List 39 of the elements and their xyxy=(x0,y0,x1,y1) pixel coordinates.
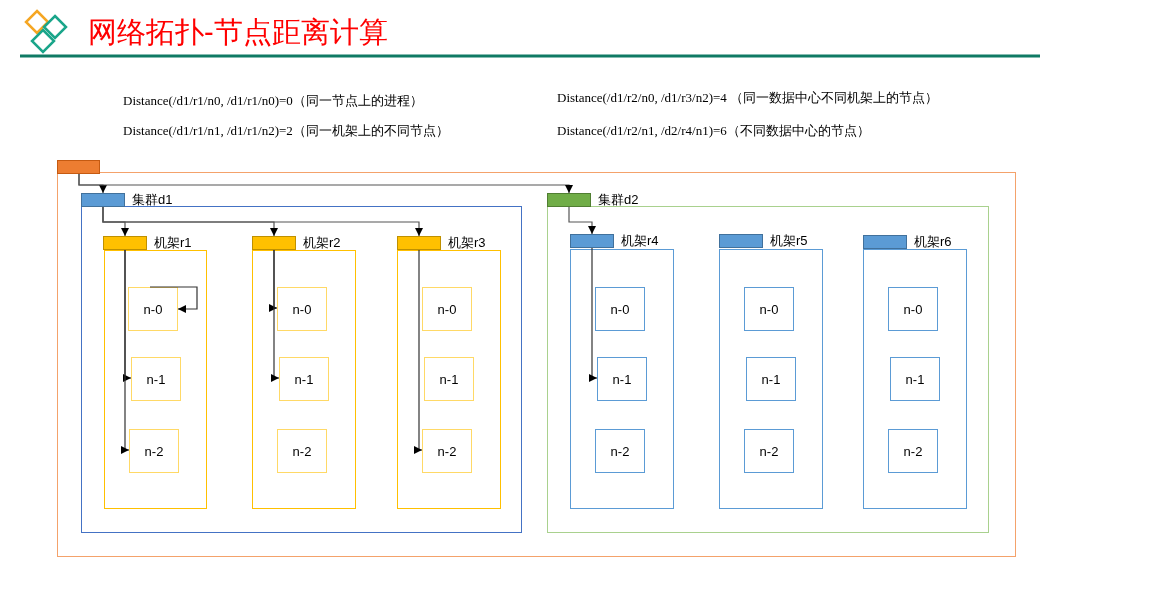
arrow xyxy=(271,249,280,382)
server-box: n-0 xyxy=(422,287,472,331)
server-box: n-0 xyxy=(744,287,794,331)
server-box: n-1 xyxy=(597,357,647,401)
rack-label: 机架r4 xyxy=(621,232,659,250)
server-box: n-0 xyxy=(128,287,178,331)
arrow xyxy=(78,173,573,194)
arrow xyxy=(589,247,598,382)
server-box: n-2 xyxy=(744,429,794,473)
server-box: n-1 xyxy=(131,357,181,401)
rack-label: 机架r5 xyxy=(770,232,808,250)
distance-note: Distance(/d1/r1/n1, /d1/r1/n2)=2（同一机架上的不同节点） xyxy=(123,122,449,140)
distance-note: Distance(/d1/r1/n0, /d1/r1/n0)=0（同一节点上的进程） xyxy=(123,92,423,110)
distance-note: Distance(/d1/r2/n0, /d1/r3/n2)=4 （同一数据中心不同机架上的节点） xyxy=(557,89,939,107)
server-box: n-2 xyxy=(129,429,179,473)
server-box: n-0 xyxy=(595,287,645,331)
arrow xyxy=(121,249,130,454)
rack-label: 机架r2 xyxy=(303,234,341,252)
server-box: n-2 xyxy=(277,429,327,473)
arrow xyxy=(149,286,198,313)
server-box: n-1 xyxy=(279,357,329,401)
server-box: n-1 xyxy=(890,357,940,401)
server-box: n-1 xyxy=(424,357,474,401)
arrow xyxy=(102,206,423,237)
arrow xyxy=(568,206,596,235)
server-box: n-0 xyxy=(888,287,938,331)
server-box: n-2 xyxy=(595,429,645,473)
cluster-label: 集群d2 xyxy=(598,191,639,209)
rack-label: 机架r6 xyxy=(914,233,952,251)
server-box: n-1 xyxy=(746,357,796,401)
cluster-label: 集群d1 xyxy=(132,191,173,209)
title: 网络拓扑-节点距离计算 xyxy=(88,15,388,50)
rack-label: 机架r3 xyxy=(448,234,486,252)
server-box: n-2 xyxy=(888,429,938,473)
distance-note: Distance(/d1/r2/n1, /d2/r4/n1)=6（不同数据中心的节点） xyxy=(557,122,870,140)
server-box: n-0 xyxy=(277,287,327,331)
arrow xyxy=(414,249,423,454)
rack-label: 机架r1 xyxy=(154,234,192,252)
server-box: n-2 xyxy=(422,429,472,473)
